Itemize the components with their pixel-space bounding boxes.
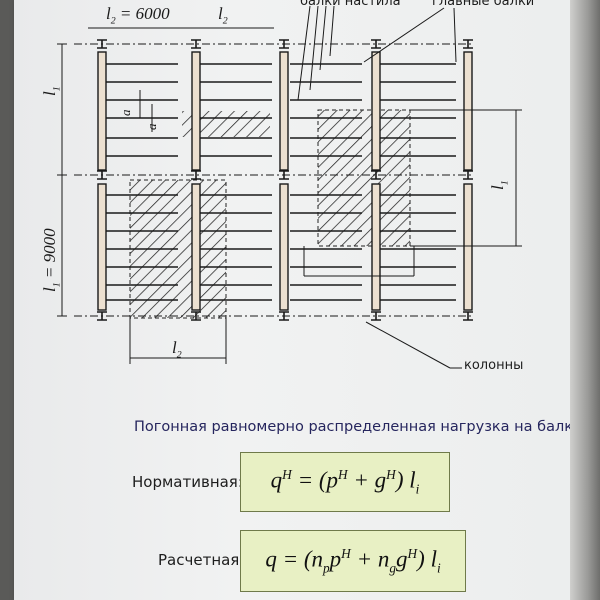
column-mark: [191, 170, 201, 180]
column-mark: [463, 170, 473, 180]
dim-l2-top: l2 = 6000: [106, 4, 170, 27]
deck-beams-label: балки настила: [300, 0, 401, 9]
main-beam-3: [191, 51, 201, 171]
dim-l1-9000: l1 = 9000: [40, 228, 63, 292]
column-mark: [371, 170, 381, 180]
design-formula: q = (nppH + nggH) li: [265, 545, 441, 576]
main-beam-6: [279, 183, 289, 311]
design-formula-box: q = (nppH + nggH) li: [240, 530, 466, 592]
design-label: Расчетная:: [158, 551, 245, 569]
load-area-right: [317, 109, 411, 247]
dim-l1-right: l1: [488, 180, 511, 190]
main-beams: [97, 39, 473, 321]
dim-l1-upper: l1: [40, 86, 63, 96]
floor-plan-diagram: [57, 5, 522, 369]
main-beam-10: [463, 183, 473, 311]
dim-a-1: a: [118, 109, 133, 117]
main-beam-5: [279, 51, 289, 171]
normative-formula-box: qH = (pH + gH) li: [240, 452, 450, 512]
column-mark: [191, 39, 201, 49]
main-beam-9: [463, 51, 473, 171]
load-heading: Погонная равномерно распределенная нагру…: [134, 419, 582, 435]
main-beam-1: [97, 51, 107, 171]
dimension-lines: [57, 27, 522, 364]
axis-lines: [74, 43, 474, 317]
columns-label: колонны: [464, 358, 524, 373]
poster-board: l2 = 6000 l2 балки настила главные балки…: [14, 0, 582, 600]
column-mark: [463, 39, 473, 49]
deck-beams: [102, 63, 456, 301]
dim-a-2: a: [144, 123, 159, 131]
main-beam-2: [97, 183, 107, 311]
main-beam-8: [371, 183, 381, 311]
leader-lines: [297, 5, 462, 369]
column-mark: [371, 39, 381, 49]
main-beam-7: [371, 51, 381, 171]
column-mark: [371, 311, 381, 321]
wall-edge: [570, 0, 600, 600]
column-mark: [463, 311, 473, 321]
main-beam-4: [191, 183, 201, 311]
dim-l2-bottom: l2: [172, 338, 182, 361]
normative-formula: qH = (pH + gH) li: [270, 466, 420, 497]
normative-label: Нормативная:: [132, 473, 243, 491]
column-mark: [191, 311, 201, 321]
main-beams-label: главные балки: [432, 0, 535, 9]
dim-l2-top-2: l2: [218, 4, 228, 27]
load-areas: [129, 109, 411, 319]
